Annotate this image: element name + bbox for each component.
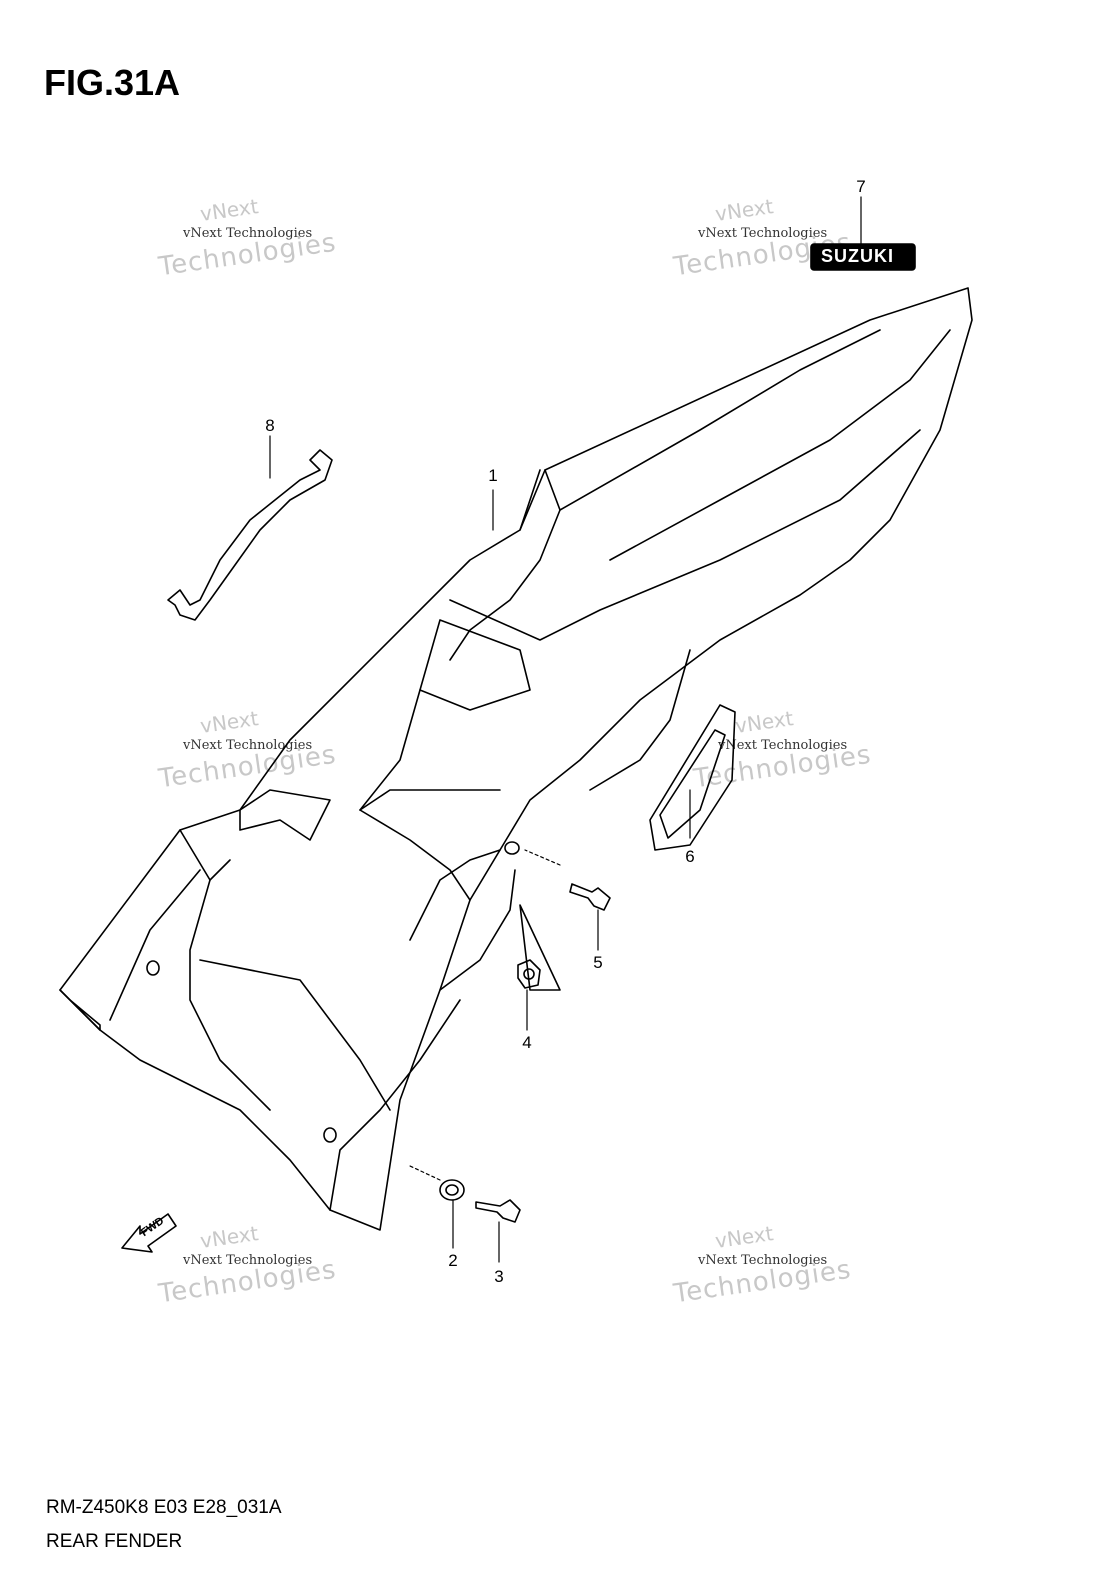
watermark-caption: vNext Technologies: [183, 1253, 313, 1268]
brand-logo-text: SUZUKI: [821, 246, 894, 266]
model-code-label: RM-Z450K8 E03 E28_031A: [46, 1497, 282, 1518]
bolt-part-3: [475, 1199, 521, 1223]
watermark-caption: vNext Technologies: [698, 226, 828, 241]
leader-lines: [269, 196, 862, 1263]
forward-arrow-icon: [121, 1213, 177, 1253]
callout-4: 4: [522, 1033, 532, 1052]
nut-part-2: [439, 1179, 465, 1201]
watermark-caption: vNext Technologies: [698, 1253, 828, 1268]
watermark-caption: vNext Technologies: [718, 738, 848, 753]
callout-6: 6: [685, 847, 695, 866]
callout-8: 8: [265, 416, 275, 435]
figure-title: FIG.31A: [44, 62, 181, 103]
bolt-part-5: [569, 883, 611, 911]
clip-nut-part: [517, 959, 541, 989]
callout-2: 2: [448, 1251, 458, 1270]
callout-1: 1: [488, 466, 498, 485]
side-decal-part: [649, 704, 736, 851]
section-name-label: REAR FENDER: [46, 1531, 183, 1552]
wrench-part: [167, 449, 333, 621]
brand-logo-decal-part: [810, 243, 916, 271]
callout-3: 3: [494, 1267, 504, 1286]
callout-5: 5: [593, 953, 603, 972]
callout-7: 7: [856, 177, 866, 196]
watermark-caption: vNext Technologies: [183, 738, 313, 753]
rear-fender-part: [59, 287, 973, 1231]
watermark-caption: vNext Technologies: [183, 226, 313, 241]
